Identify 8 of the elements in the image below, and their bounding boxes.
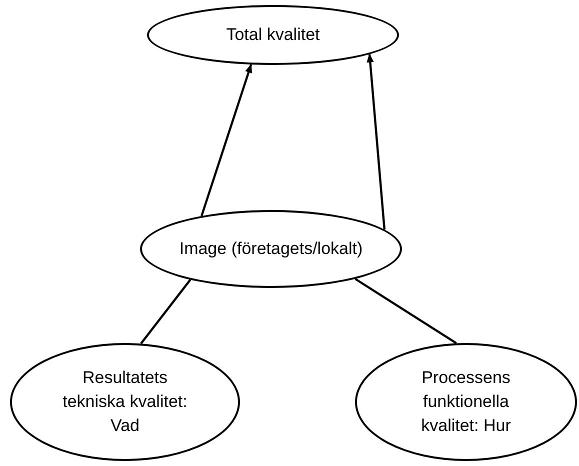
- node-label: Image (företagets/lokalt): [179, 238, 363, 260]
- arrow: [366, 53, 386, 230]
- node-label: Resultatets tekniska kvalitet: Vad: [62, 367, 188, 437]
- node-label: Processens funktionella kvalitet: Hur: [420, 367, 512, 437]
- connector-line: [354, 278, 457, 344]
- connector-line: [140, 279, 192, 344]
- node-label: Total kvalitet: [226, 24, 320, 46]
- arrow: [200, 64, 252, 216]
